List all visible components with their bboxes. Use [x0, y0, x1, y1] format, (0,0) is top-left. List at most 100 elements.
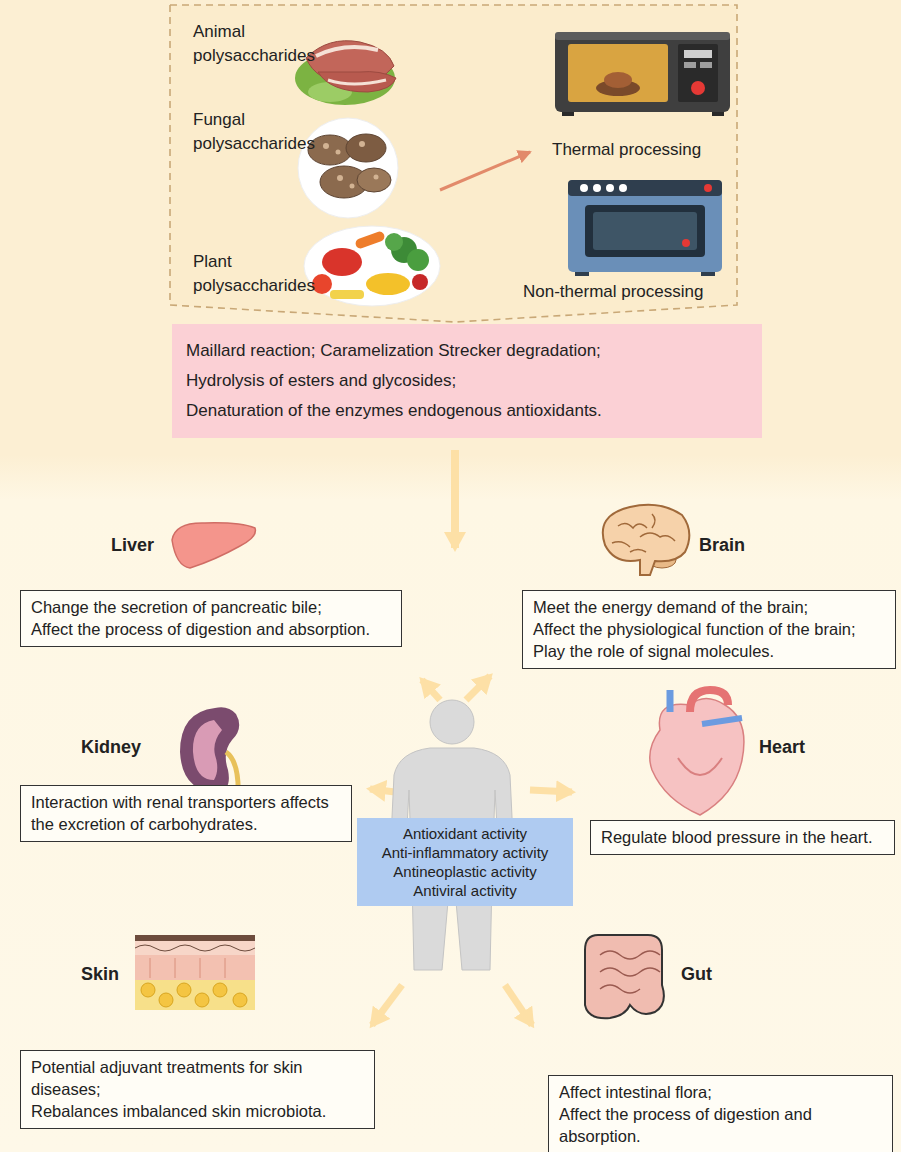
activity-box: Antioxidant activityAnti-inflammatory ac…: [357, 818, 573, 906]
skin-icon: [177, 983, 191, 997]
heart-icon: [650, 699, 744, 816]
mushroom-image: [298, 118, 398, 218]
microwave-image: [604, 72, 632, 88]
mushroom-image: [374, 175, 379, 180]
vegetable-image: [304, 226, 440, 306]
vegetable-image: [330, 290, 364, 299]
process-box: Maillard reaction; Caramelization Streck…: [172, 324, 762, 438]
oven-image: [606, 184, 614, 192]
flow-arrows: [370, 450, 572, 1025]
box-text: Play the role of signal molecules.: [533, 640, 885, 662]
dashed-region: [170, 5, 737, 322]
meat-image: [328, 80, 386, 84]
oven-image: [704, 184, 712, 192]
box-text: Affect intestinal flora;: [559, 1081, 882, 1103]
organ-box: LiverChange the secretion of pancreatic …: [20, 590, 402, 647]
gut-icon: [585, 935, 664, 1018]
heart-icon: [702, 718, 742, 724]
oven-image: [619, 184, 627, 192]
process-arrow: [440, 152, 530, 190]
mushroom-image: [350, 184, 355, 189]
microwave-image: [712, 112, 724, 116]
oven-image: [682, 239, 690, 247]
oven-image: [585, 205, 705, 257]
organ-box: GutAffect intestinal flora;Affect the pr…: [548, 1075, 893, 1152]
organ-heading: Skin: [81, 963, 119, 985]
source-label: Plant polysaccharides: [193, 250, 321, 298]
skin-icon: [195, 993, 209, 1007]
vegetable-image: [354, 230, 386, 250]
organ-box: SkinPotential adjuvant treatments for sk…: [20, 1050, 375, 1129]
skin-icon: [213, 983, 227, 997]
skin-icon: [135, 935, 255, 941]
vegetable-image: [366, 273, 410, 295]
box-text: Affect the process of digestion and abso…: [31, 618, 391, 640]
skin-icon: [141, 983, 155, 997]
flow-arrows: [451, 450, 459, 548]
gut-icon: [585, 935, 664, 1018]
flow-arrows: [505, 985, 532, 1025]
flow-arrows: [530, 790, 572, 792]
mushroom-image: [337, 175, 343, 181]
oven-image: [580, 184, 588, 192]
microwave-image: [684, 50, 712, 58]
box-text: Regulate blood pressure in the heart.: [601, 826, 884, 848]
skin-icon: [135, 955, 255, 980]
box-text: Affect the process of digestion and abso…: [559, 1103, 882, 1147]
organ-box: KidneyInteraction with renal transporter…: [20, 785, 352, 842]
oven-image: [593, 184, 601, 192]
microwave-image: [562, 112, 574, 116]
organ-box: HeartRegulate blood pressure in the hear…: [590, 820, 895, 855]
person-silhouette: [430, 700, 474, 744]
heart-icon: [667, 690, 674, 712]
organ-box: BrainMeet the energy demand of the brain…: [522, 590, 896, 669]
liver-icon: [172, 523, 255, 568]
vegetable-image: [304, 226, 440, 306]
microwave-image: [555, 32, 730, 116]
skin-icon: [135, 935, 255, 1010]
gut-icon: [600, 951, 660, 993]
oven-image: [701, 272, 715, 276]
activity-text: Antineoplastic activity: [363, 862, 567, 881]
oven-image: [568, 180, 722, 272]
oven-image: [575, 272, 589, 276]
skin-icon: [135, 980, 255, 1010]
flow-arrows: [370, 789, 395, 792]
brain-icon: [603, 505, 690, 575]
flow-arrows: [422, 680, 440, 700]
box-text: Denaturation of the enzymes endogenous a…: [186, 396, 748, 426]
organ-heading: Heart: [759, 736, 805, 758]
box-text: Affect the physiological function of the…: [533, 618, 885, 640]
mushroom-image: [323, 143, 329, 149]
vegetable-image: [312, 274, 332, 294]
organ-heading: Brain: [699, 534, 745, 556]
brain-icon: [603, 505, 690, 575]
kidney-icon: [193, 720, 222, 780]
oven-image: [593, 212, 697, 250]
box-text: Hydrolysis of esters and glycosides;: [186, 366, 748, 396]
meat-image: [316, 47, 378, 56]
brain-icon: [612, 514, 675, 552]
skin-icon: [159, 993, 173, 1007]
mushroom-image: [346, 134, 386, 162]
microwave-image: [691, 81, 705, 95]
box-text: Potential adjuvant treatments for skin d…: [31, 1056, 364, 1100]
microwave-image: [684, 62, 696, 68]
organ-heading: Gut: [681, 963, 712, 985]
process-label: Non-thermal processing: [523, 280, 733, 304]
source-label: Fungal polysaccharides: [193, 108, 321, 156]
microwave-image: [555, 32, 730, 112]
organ-heading: Liver: [111, 534, 154, 556]
kidney-icon: [180, 707, 239, 792]
oven-image: [568, 180, 722, 196]
mushroom-image: [336, 150, 341, 155]
skin-icon: [150, 958, 225, 978]
mushroom-image: [298, 118, 398, 218]
microwave-image: [568, 44, 668, 102]
box-text: Interaction with renal transporters affe…: [31, 791, 341, 835]
oven-image: [568, 180, 722, 276]
skin-icon: [135, 941, 255, 955]
flow-arrows: [466, 676, 490, 700]
skin-icon: [233, 993, 247, 1007]
